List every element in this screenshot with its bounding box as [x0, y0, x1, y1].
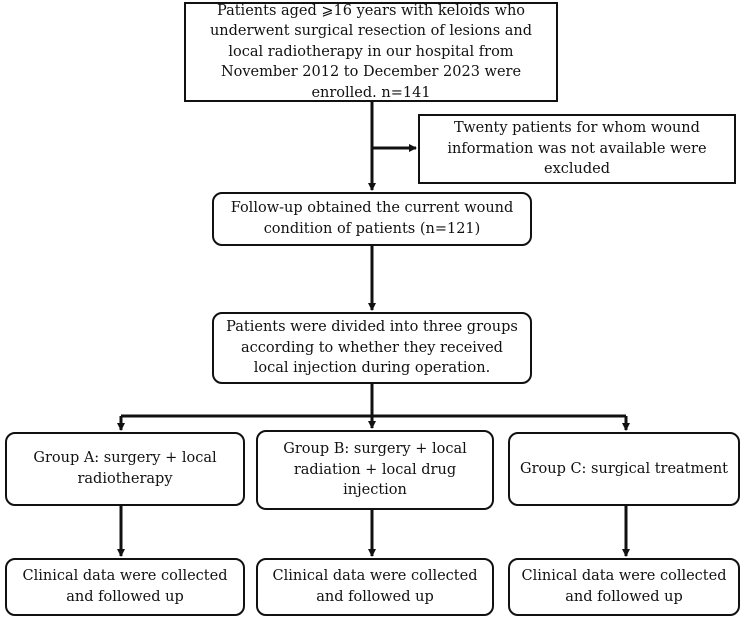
clinical-data-a-box: Clinical data were collected and followe… — [5, 558, 245, 616]
excluded-patients-box: Twenty patients for whom wound informati… — [418, 114, 736, 184]
group-b-text: Group B: surgery + local radiation + loc… — [283, 441, 467, 499]
clinical-data-c-box: Clinical data were collected and followe… — [508, 558, 740, 616]
group-c-text: Group C: surgical treatment — [519, 460, 728, 477]
enrolled-patients-box: Patients aged ⩾16 years with keloids who… — [184, 2, 558, 102]
followup-text: Follow-up obtained the current wound con… — [230, 200, 514, 237]
group-division-box: Patients were divided into three groups … — [212, 312, 532, 384]
group-c-box: Group C: surgical treatment — [508, 432, 740, 506]
group-b-box: Group B: surgery + local radiation + loc… — [256, 430, 494, 510]
group-division-text: Patients were divided into three groups … — [226, 319, 518, 377]
group-a-text: Group A: surgery + local radiotherapy — [33, 450, 217, 487]
clinical-data-b-box: Clinical data were collected and followe… — [256, 558, 494, 616]
group-a-box: Group A: surgery + local radiotherapy — [5, 432, 245, 506]
clinical-data-b-text: Clinical data were collected and followe… — [272, 568, 478, 605]
clinical-data-a-text: Clinical data were collected and followe… — [22, 568, 228, 605]
excluded-patients-text: Twenty patients for whom wound informati… — [447, 120, 707, 178]
enrolled-patients-text: Patients aged ⩾16 years with keloids who… — [209, 2, 533, 101]
followup-box: Follow-up obtained the current wound con… — [212, 192, 532, 246]
clinical-data-c-text: Clinical data were collected and followe… — [521, 568, 727, 605]
